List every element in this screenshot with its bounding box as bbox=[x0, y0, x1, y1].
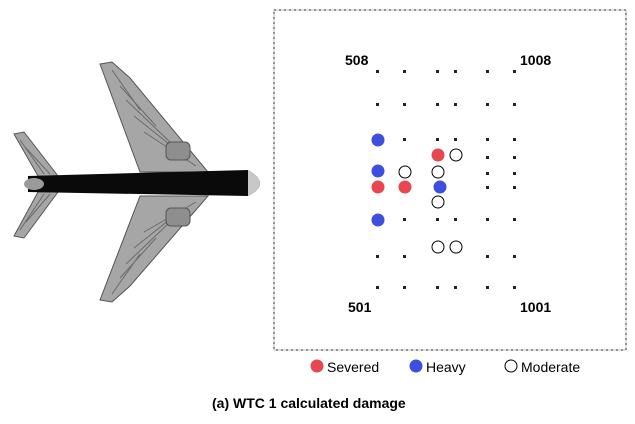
core-column-grid bbox=[376, 70, 516, 289]
legend-moderate-marker bbox=[504, 359, 518, 373]
moderate-column bbox=[449, 240, 463, 254]
heavy-column bbox=[371, 164, 385, 178]
moderate-column bbox=[398, 165, 412, 179]
moderate-columns bbox=[398, 148, 463, 254]
corner-label-bottom-left: 501 bbox=[348, 299, 372, 315]
heavy-columns bbox=[371, 133, 447, 227]
heavy-column bbox=[371, 133, 385, 147]
building-plan bbox=[273, 9, 627, 351]
corner-label-top-left: 508 bbox=[345, 52, 369, 68]
legend-severed-label: Severed bbox=[327, 359, 379, 375]
severed-columns bbox=[371, 148, 445, 194]
moderate-column bbox=[449, 148, 463, 162]
moderate-column bbox=[431, 165, 445, 179]
figure-caption: (a) WTC 1 calculated damage bbox=[212, 395, 406, 411]
corner-label-top-right: 1008 bbox=[520, 52, 551, 68]
legend-moderate-label: Moderate bbox=[521, 359, 580, 375]
moderate-column bbox=[431, 240, 445, 254]
legend-severed-marker bbox=[310, 359, 324, 373]
corner-label-bottom-right: 1001 bbox=[520, 299, 551, 315]
heavy-column bbox=[371, 213, 385, 227]
airplane-icon bbox=[13, 61, 260, 303]
severed-column bbox=[431, 148, 445, 162]
building-perimeter bbox=[273, 9, 627, 351]
severed-column bbox=[398, 180, 412, 194]
heavy-column bbox=[433, 180, 447, 194]
legend-heavy-marker bbox=[409, 359, 423, 373]
severed-column bbox=[371, 180, 385, 194]
moderate-column bbox=[431, 195, 445, 209]
legend: Severed Heavy Moderate bbox=[310, 359, 580, 375]
legend-heavy-label: Heavy bbox=[426, 359, 466, 375]
